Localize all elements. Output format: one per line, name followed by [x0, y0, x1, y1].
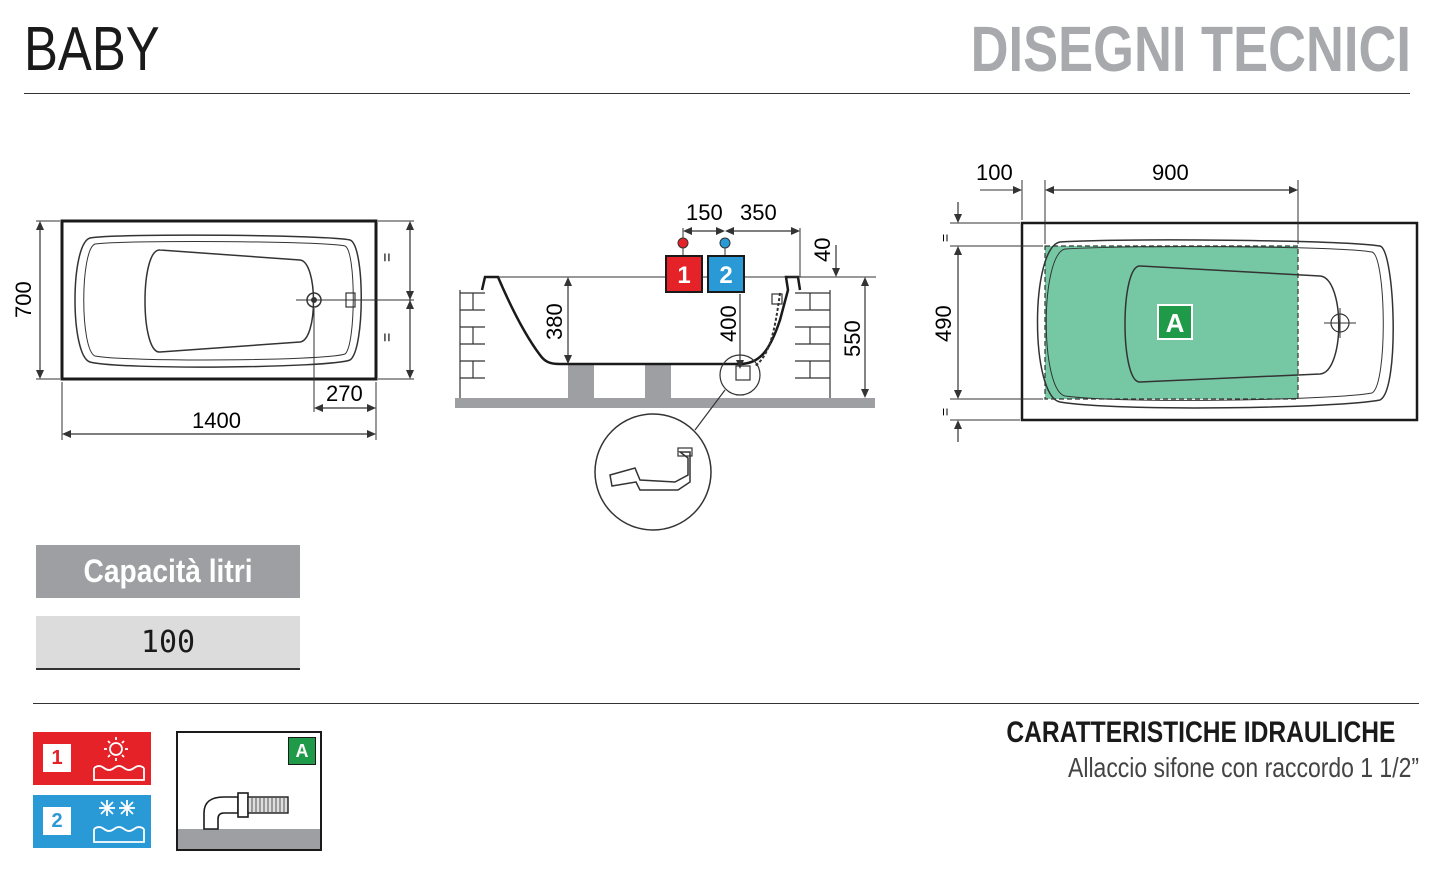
hot-tap-marker: [665, 255, 703, 293]
area-length-label: 900: [1152, 160, 1189, 185]
header-divider: [24, 93, 1410, 94]
rim-thickness-label: 40: [810, 238, 835, 262]
equal-mark-top: =: [379, 253, 396, 262]
top-view-basin: [144, 249, 315, 353]
snowflake-water-icon: [93, 800, 145, 843]
side-view-drawing: 1 2 150 350 380 400 40 550: [455, 200, 876, 531]
equal-mark-plan-top: =: [937, 234, 953, 242]
hot-tap-label: 1: [677, 262, 690, 289]
footer-divider: [33, 703, 1419, 704]
pipe-offset-label: 350: [740, 200, 777, 225]
area-a-label: A: [1166, 308, 1185, 338]
total-height-label: 550: [840, 320, 865, 357]
hot-legend-number: 1: [43, 744, 71, 772]
floor: [455, 398, 875, 408]
right-wall: [795, 290, 831, 398]
area-width-label: 490: [931, 305, 956, 342]
section-title: DISEGNI TECNICI: [970, 13, 1411, 85]
top-view-drawing: 700 = = 270 1400: [11, 219, 414, 440]
plan-view-drawing: A 100 900 = = 490: [931, 160, 1419, 442]
offset-label: 100: [976, 160, 1013, 185]
capacity-label: Capacità litri: [83, 553, 253, 589]
product-title: BABY: [24, 15, 160, 84]
hydraulics-description: Allaccio sifone con raccordo 1 1/2”: [1068, 752, 1419, 783]
area-a-marker: [1157, 304, 1193, 340]
capacity-value: 100: [36, 616, 300, 670]
top-view-inner-rim: [83, 241, 354, 361]
pipe-spacing-label: 150: [686, 200, 723, 225]
sun-water-icon: [93, 737, 145, 781]
capacity-header: Capacità litri: [36, 545, 300, 598]
hot-water-legend: 1: [33, 732, 151, 785]
equal-mark-plan-bottom: =: [937, 408, 953, 416]
depth-dim-label: 700: [11, 281, 36, 318]
connection-legend: A: [176, 731, 322, 851]
top-view-rim: [74, 234, 362, 368]
length-dim-label: 1400: [192, 408, 241, 433]
connection-legend-label: A: [288, 737, 316, 765]
plan-outline: [1020, 221, 1419, 422]
cold-legend-number: 2: [43, 807, 71, 835]
cold-water-legend: 2: [33, 795, 151, 848]
cold-tap-marker: [707, 255, 745, 293]
drain-offset-label: 270: [326, 381, 363, 406]
equal-mark-bottom: =: [379, 333, 396, 342]
siphon-pipe-icon: [203, 792, 289, 830]
connection-floor: [178, 829, 320, 849]
cold-tap-label: 2: [719, 262, 732, 289]
tub-profile: [480, 275, 802, 366]
siphon-detail: [594, 413, 712, 531]
left-wall: [459, 290, 485, 398]
inner-depth-label: 380: [542, 303, 567, 340]
hydraulics-title: CARATTERISTICHE IDRAULICHE: [1005, 716, 1395, 749]
drain-height-label: 400: [716, 305, 741, 342]
